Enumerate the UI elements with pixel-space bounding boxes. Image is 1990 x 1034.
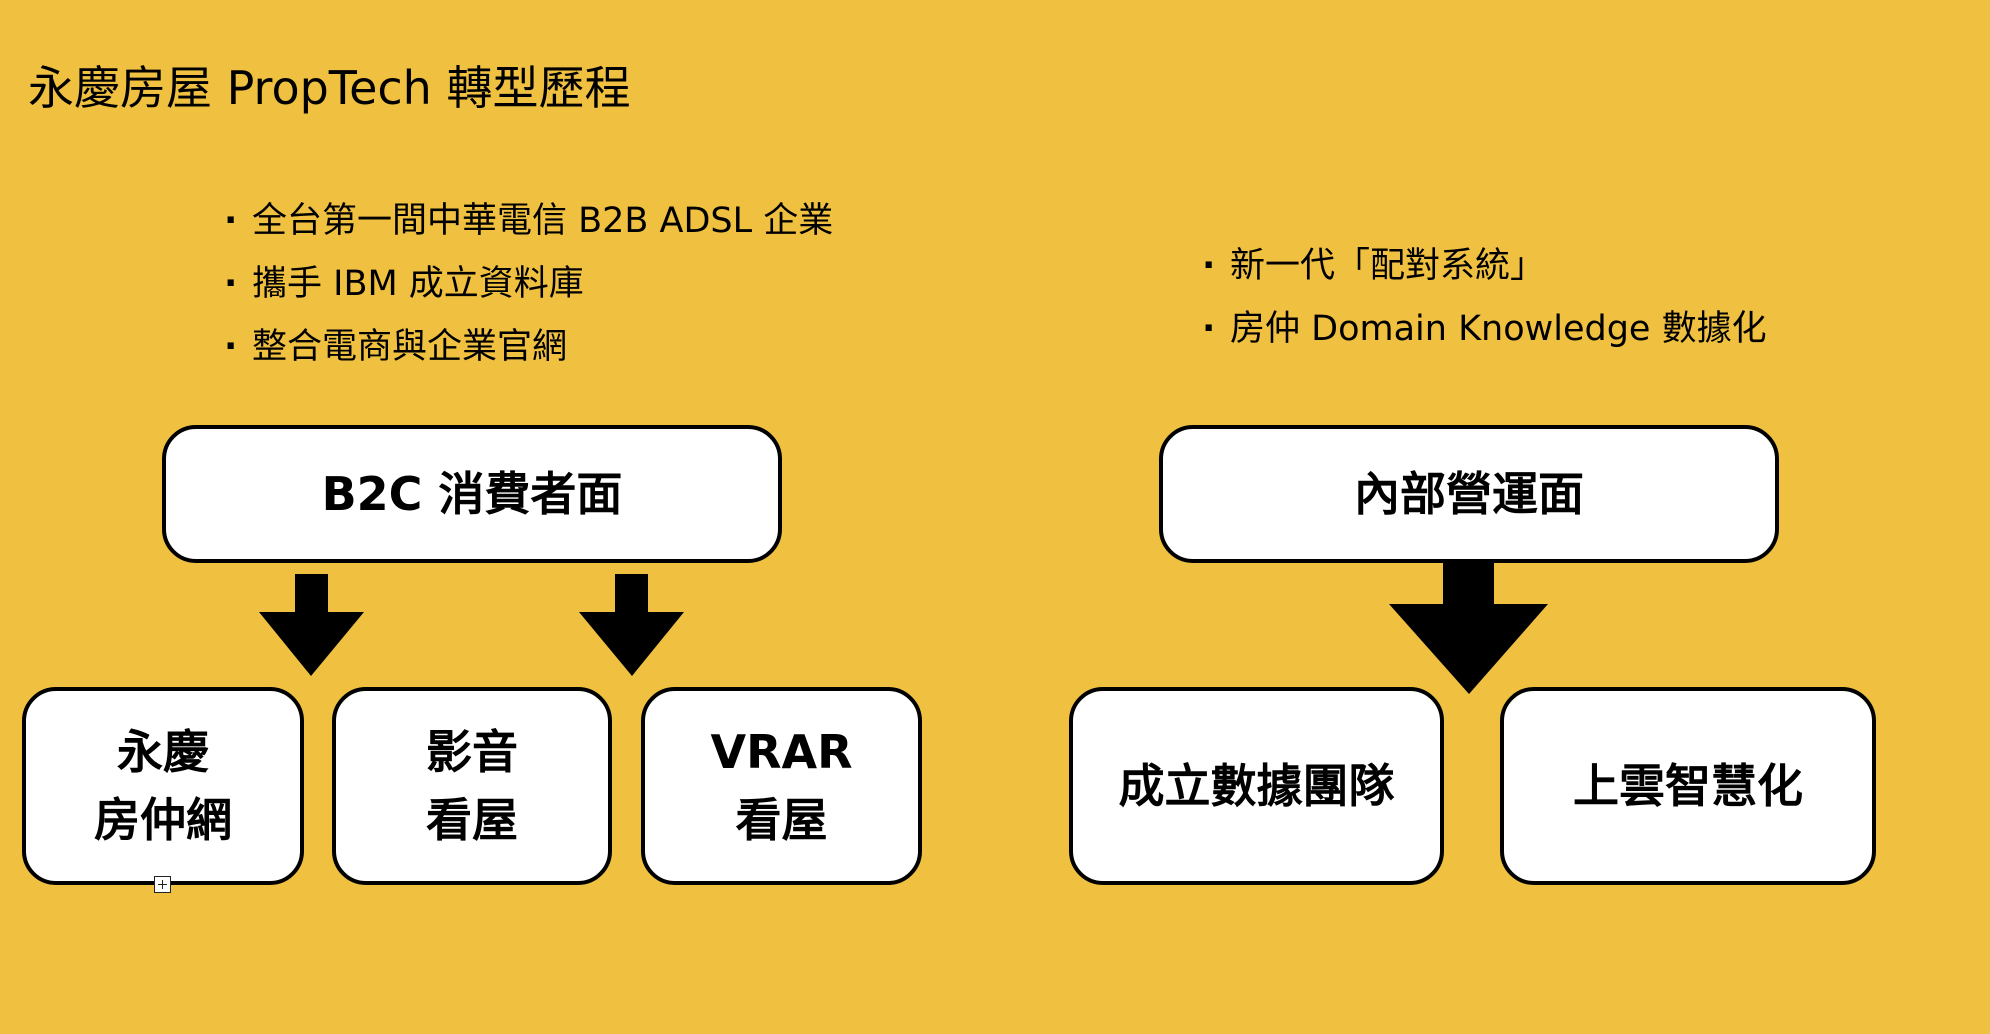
internal-bullet-list: 新一代「配對系統」 房仲 Domain Knowledge 數據化 [1200, 235, 1767, 361]
bullet-item: 新一代「配對系統」 [1200, 235, 1767, 298]
box-label: 成立數據團隊 [1118, 759, 1395, 813]
b2c-bullet-list: 全台第一間中華電信 B2B ADSL 企業 攜手 IBM 成立資料庫 整合電商與… [222, 190, 833, 379]
bullet-item: 房仲 Domain Knowledge 數據化 [1200, 298, 1767, 361]
box-label-line: 房仲網 [94, 793, 232, 847]
box-label: B2C 消費者面 [321, 467, 623, 521]
arrow-down-icon [1389, 552, 1548, 694]
yungching-house-site-box[interactable]: 永慶 房仲網 [22, 687, 304, 885]
bullet-item: 全台第一間中華電信 B2B ADSL 企業 [222, 190, 833, 253]
box-label: 內部營運面 [1354, 467, 1584, 521]
arrow-down-icon [259, 574, 364, 676]
resize-handle-icon[interactable] [154, 876, 171, 893]
internal-operations-box[interactable]: 內部營運面 [1159, 425, 1779, 563]
vrar-viewing-box[interactable]: VRAR 看屋 [641, 687, 922, 885]
box-label-line: 看屋 [426, 793, 518, 847]
box-label: 上雲智慧化 [1573, 759, 1803, 813]
box-label-line: 看屋 [735, 793, 828, 847]
box-label-line: VRAR [710, 725, 853, 779]
b2c-consumer-box[interactable]: B2C 消費者面 [162, 425, 782, 563]
box-label-line: 永慶 [117, 725, 209, 779]
bullet-item: 整合電商與企業官網 [222, 316, 833, 379]
slide-title: 永慶房屋 PropTech 轉型歷程 [28, 61, 631, 115]
box-label-line: 影音 [426, 725, 518, 779]
cloud-intelligence-box[interactable]: 上雲智慧化 [1500, 687, 1876, 885]
bullet-item: 攜手 IBM 成立資料庫 [222, 253, 833, 316]
video-viewing-box[interactable]: 影音 看屋 [332, 687, 612, 885]
arrow-down-icon [579, 574, 684, 676]
data-team-box[interactable]: 成立數據團隊 [1069, 687, 1444, 885]
